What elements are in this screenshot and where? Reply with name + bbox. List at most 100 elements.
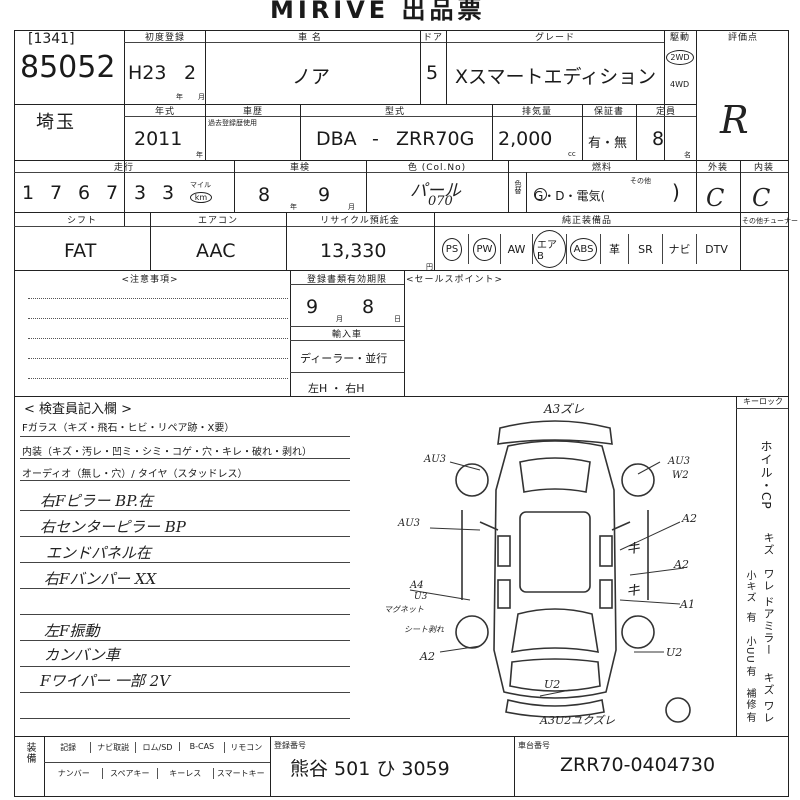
model-code: ZRR70G (396, 128, 475, 150)
mileage-d2: 7 (50, 182, 63, 204)
note-5: 左F振動 (44, 622, 100, 640)
equipment-item: AW (500, 234, 532, 264)
mark-a2-right-bottom: A2 (674, 558, 689, 571)
margin-scratch-2: キズ (762, 672, 775, 696)
note-7: Fワイパー 一部 2V (40, 672, 171, 690)
mileage-d5: 3 (134, 182, 147, 204)
inspection-label: 車検 (289, 163, 310, 173)
color-name: パール (410, 181, 461, 201)
bottom-equipment-item: 記録 (60, 743, 77, 752)
model-dash: - (372, 128, 379, 150)
mark-w2-right-top: W2 (672, 470, 689, 481)
reg-doc-day: 8 (362, 296, 375, 318)
model-year: 2011 (134, 128, 183, 150)
notes-label: <注意事項> (121, 275, 179, 285)
inspection-month: 9 (318, 184, 331, 206)
mileage-d1: 1 (22, 182, 35, 204)
note-2: 右センターピラー BP (40, 518, 186, 536)
bottom-equipment-item: キーレス (157, 768, 213, 779)
reg-doc-day-unit: 日 (394, 315, 401, 323)
shift-value: FAT (64, 240, 97, 262)
warranty-value: 有・無 (588, 136, 628, 151)
margin-crack-2: ワレ (762, 700, 775, 724)
capacity-value: 8 (652, 128, 665, 150)
equipment-item-label: DTV (705, 242, 728, 256)
note-1: 右Fピラー BP.在 (40, 492, 154, 510)
equipment-item-label: エアB (533, 230, 566, 268)
equipment-item-label: SR (638, 242, 653, 256)
car-damage-diagram (409, 420, 691, 723)
car-name-label: 車 名 (298, 33, 322, 43)
margin-crack-1: ワレ (762, 568, 775, 592)
history-note: 過去登録歴使用 (208, 119, 257, 127)
inspector-label: < 検査員記入欄 > (24, 402, 133, 417)
fuel-options: G・D・電気( (534, 189, 606, 203)
bottom-equipment-item: ロム/SD (134, 742, 179, 753)
model-year-label: 年式 (154, 107, 175, 117)
km-unit: km (190, 192, 212, 203)
recycle-fee: 13,330 (320, 240, 387, 262)
equipment-item-label: AW (507, 242, 526, 256)
chassis-number: ZRR70-0404730 (560, 754, 716, 776)
frame-left (14, 30, 15, 797)
steering-options: 左H ・ 右H (308, 382, 365, 395)
chassis-no-label: 車台番号 (518, 741, 550, 750)
mark-magnet: マグネット (384, 605, 424, 614)
aircon-value: AAC (196, 240, 236, 262)
bottom-equipment-item: スマートキー (212, 768, 269, 779)
margin-small-uu: 小UU (744, 636, 755, 664)
mark-u2-right-bottom: U2 (666, 646, 683, 659)
bottom-equipment-item: リモコン (223, 742, 268, 753)
fuel-label: 燃料 (591, 163, 612, 173)
score-value: R (720, 98, 749, 142)
inspection-year-unit: 年 (290, 203, 297, 211)
mark-a2-left-bottom: A2 (420, 650, 435, 663)
registration-number: 熊谷 501 ひ 3059 (290, 758, 450, 780)
color-code: 070 (428, 194, 453, 209)
mark-ki-1: キ (626, 541, 640, 557)
mileage-d6: 3 (162, 182, 175, 204)
note-4: 右Fバンパー XX (44, 570, 157, 588)
recycle-label: リサイクル預託金 (320, 216, 400, 226)
reg-no-label: 登録番号 (274, 741, 306, 750)
mark-au3-left-mid: AU3 (398, 518, 421, 529)
year-unit: 年 (176, 93, 183, 101)
displacement-label: 排気量 (521, 107, 552, 117)
grade-value: Xスマートエディション (455, 66, 657, 88)
inspector-line-1: Fガラス（キズ・飛石・ヒビ・リペア跡・X要） (22, 423, 235, 434)
margin-scratch-1: キズ (762, 532, 775, 556)
mile-unit: マイル (190, 181, 211, 189)
displacement: 2,000 (498, 128, 553, 150)
margin-door-mirror: ドアミラー (762, 596, 775, 656)
drive-4wd: 4WD (670, 80, 690, 89)
mileage-d3: 6 (78, 182, 91, 204)
frame-top (14, 30, 788, 31)
model-code-label: 型式 (384, 107, 405, 117)
reg-doc-month: 9 (306, 296, 319, 318)
equipment-item-label: 革 (609, 243, 620, 256)
mark-a2-right-mid: A2 (682, 512, 697, 525)
bottom-equipment-item: ナビ取説 (90, 742, 134, 753)
mark-u2-front: U2 (544, 678, 561, 691)
mark-a1-right: A1 (680, 598, 695, 611)
inspection-year: 8 (258, 184, 271, 206)
equipment-item: PW (468, 234, 500, 264)
score-label: 評価点 (727, 33, 758, 43)
margin-present-2: 有 (744, 666, 755, 677)
mark-a4-left: A4 (410, 580, 424, 591)
mark-u3-left: U3 (414, 592, 428, 602)
frame-right (788, 30, 789, 797)
equipment-item: ABS (566, 234, 600, 264)
margin-small-scratch: 小キズ (744, 570, 755, 603)
yen-unit: 円 (426, 263, 433, 271)
equipment-item-label: ABS (569, 237, 598, 261)
fuel-close: ) (672, 180, 680, 204)
interior-rating: C (752, 184, 771, 212)
first-reg-label: 初度登録 (144, 33, 185, 43)
mark-a3u2-front: A3U2ユクズレ (540, 714, 615, 727)
persons-unit: 名 (684, 151, 691, 159)
import-label: 輸入車 (331, 330, 362, 340)
keylock-label: キーロック (743, 397, 783, 406)
